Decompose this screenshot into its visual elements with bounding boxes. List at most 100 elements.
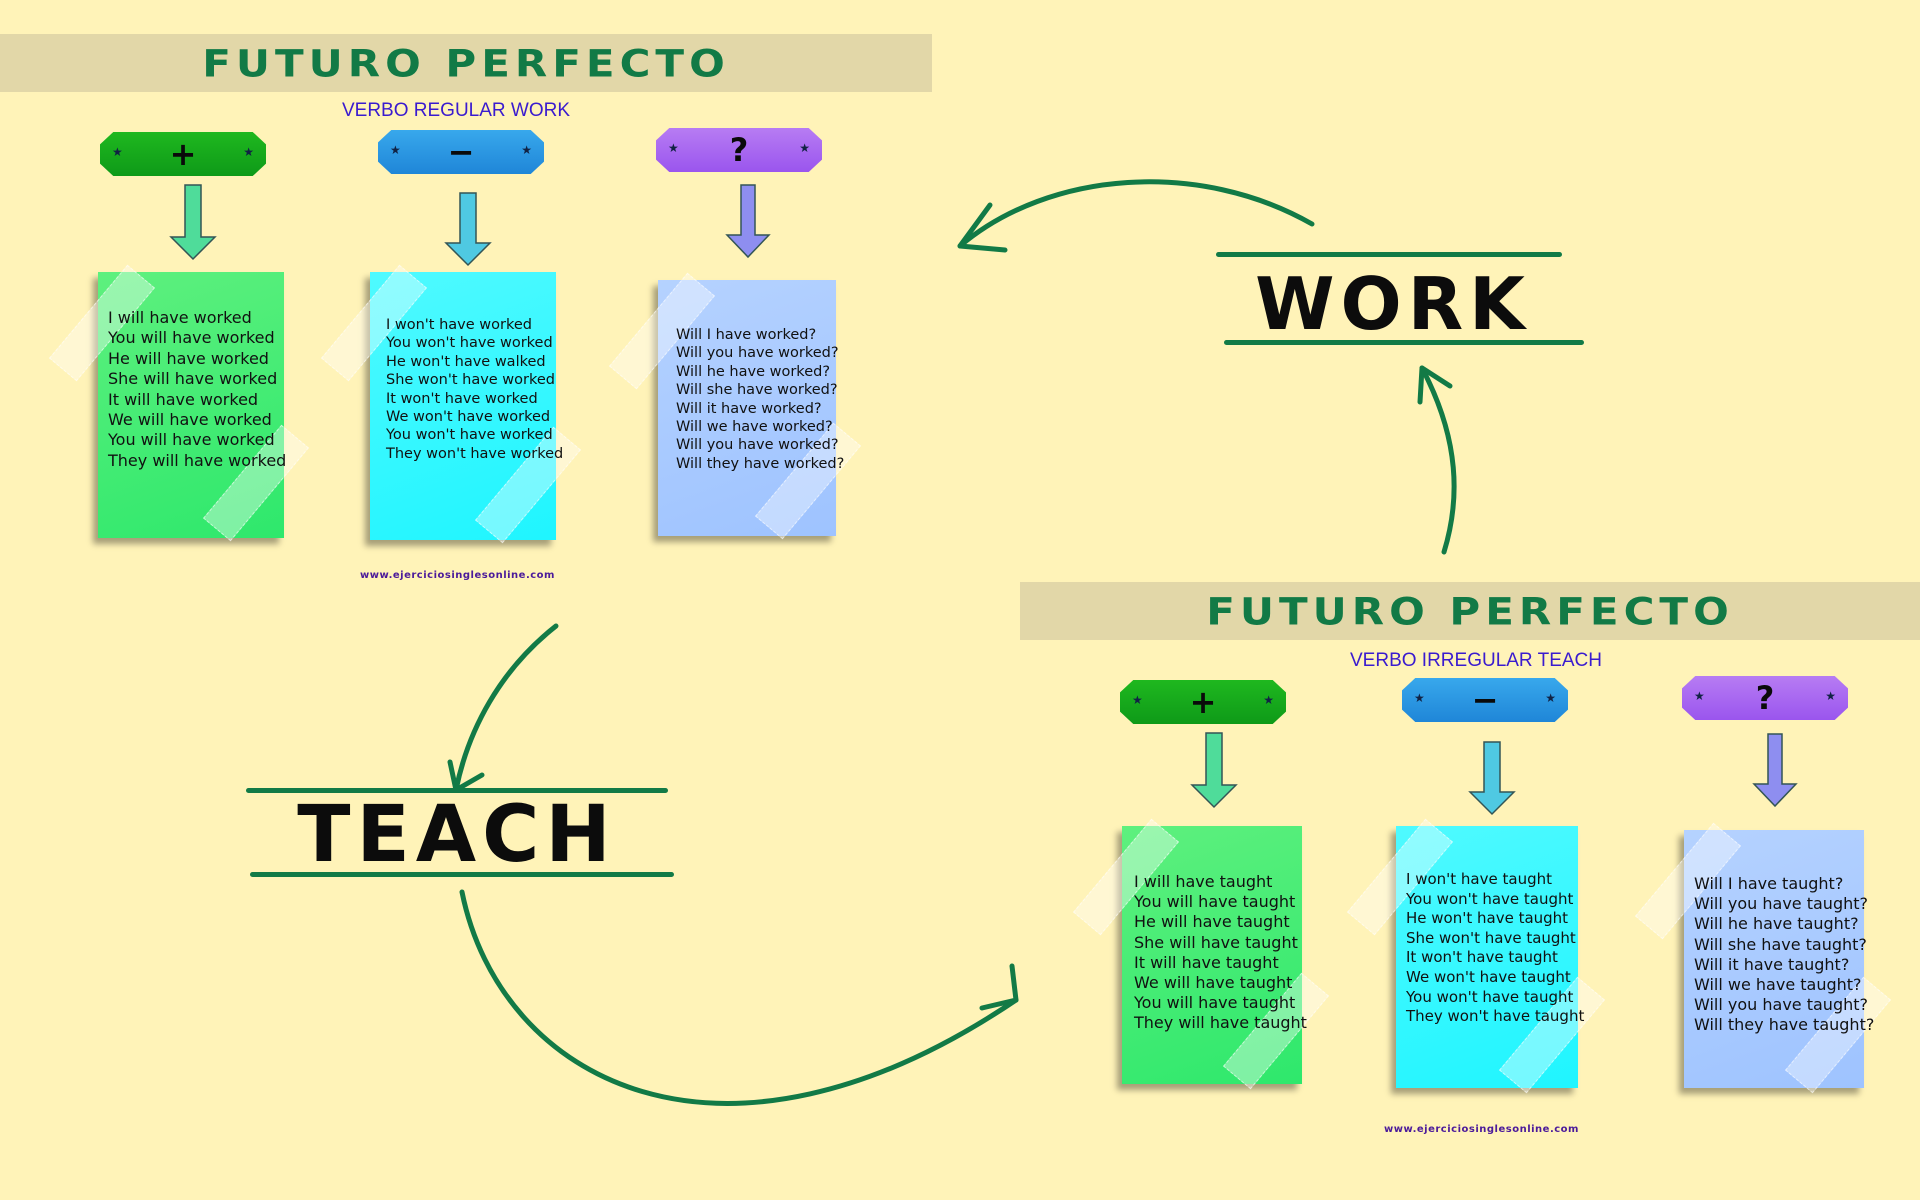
teach-section-subtitle: VERBO IRREGULAR TEACH <box>1350 650 1602 671</box>
work-label: WORK <box>1255 262 1531 346</box>
down-arrow-icon <box>1752 733 1798 808</box>
interrogative-note: Will I have taught? Will you have taught… <box>1635 822 1891 1094</box>
work-rule-top <box>1216 252 1562 257</box>
negative-note: I won't have taught You won't have taugh… <box>1347 818 1605 1094</box>
negative-note: I won't have worked You won't have worke… <box>321 264 581 544</box>
list-item: You won't have worked <box>386 335 553 352</box>
star-icon: ★ <box>799 141 810 155</box>
arrow-irregular-to-work <box>1419 365 1457 555</box>
star-icon: ★ <box>1825 689 1836 703</box>
list-item: They will have worked <box>108 450 287 470</box>
list-item: He won't have walked <box>386 353 546 370</box>
interrogative-badge: ★ ? ★ <box>1682 676 1848 720</box>
star-icon: ★ <box>668 141 679 155</box>
arrow-teach-to-irregular <box>459 889 1019 1106</box>
interrogative-list: Will I have worked? Will you have worked… <box>676 326 844 473</box>
list-item: Will I have worked? <box>676 327 817 343</box>
list-item: Will we have taught? <box>1694 975 1862 995</box>
list-item: We won't have taught <box>1406 967 1571 986</box>
minus-icon: − <box>1471 681 1499 719</box>
plus-icon: + <box>169 135 197 173</box>
list-item: Will you have worked? <box>676 345 839 362</box>
website-footer: www.ejerciciosinglesonline.com <box>1384 1124 1579 1135</box>
negative-list: I won't have taught You won't have taugh… <box>1406 870 1584 1027</box>
teach-rule-bottom <box>250 872 674 877</box>
list-item: It will have worked <box>108 389 259 409</box>
list-item: Will she have worked? <box>676 382 838 399</box>
list-item: Will it have worked? <box>676 400 822 417</box>
work-title-bar: FUTURO PERFECTO <box>0 34 932 92</box>
work-section-title: FUTURO PERFECTO <box>202 41 730 85</box>
list-item: I won't have taught <box>1406 870 1552 888</box>
negative-badge: ★ − ★ <box>378 130 544 174</box>
affirmative-note: I will have worked You will have worked … <box>49 264 309 542</box>
list-item: It won't have taught <box>1406 948 1558 967</box>
list-item: You will have worked <box>108 430 275 450</box>
list-item: Will I have taught? <box>1694 874 1844 893</box>
list-item: You will have taught <box>1134 993 1296 1013</box>
list-item: You will have worked <box>108 328 275 348</box>
affirmative-list: I will have worked You will have worked … <box>108 308 286 471</box>
negative-badge: ★ − ★ <box>1402 678 1568 722</box>
arrow-regular-to-teach <box>453 623 559 793</box>
minus-icon: − <box>447 133 475 171</box>
list-item: Will he have worked? <box>676 363 831 380</box>
interrogative-list: Will I have taught? Will you have taught… <box>1694 874 1874 1036</box>
teach-section-title: FUTURO PERFECTO <box>1206 589 1734 633</box>
teach-label: TEACH <box>297 790 617 880</box>
down-arrow-icon <box>1468 741 1516 816</box>
teach-title-bar: FUTURO PERFECTO <box>1020 582 1920 640</box>
list-item: We will have worked <box>108 410 272 430</box>
star-icon: ★ <box>390 143 401 157</box>
down-arrow-icon <box>169 184 217 261</box>
star-icon: ★ <box>1263 693 1274 707</box>
list-item: He will have taught <box>1134 912 1290 932</box>
list-item: He will have worked <box>108 348 269 368</box>
list-item: She will have worked <box>108 369 278 389</box>
star-icon: ★ <box>1132 693 1143 707</box>
list-item: Will they have worked? <box>676 455 845 472</box>
list-item: It will have taught <box>1134 952 1279 972</box>
list-item: We will have taught <box>1134 973 1293 993</box>
list-item: I will have worked <box>108 308 252 327</box>
work-section-subtitle: VERBO REGULAR WORK <box>341 100 571 121</box>
list-item: She won't have taught <box>1406 928 1576 947</box>
list-item: You won't have taught <box>1406 889 1574 908</box>
star-icon: ★ <box>1545 691 1556 705</box>
work-rule-bottom <box>1224 340 1584 345</box>
list-item: They will have taught <box>1134 1013 1307 1033</box>
question-icon: ? <box>729 131 749 169</box>
star-icon: ★ <box>1694 689 1705 703</box>
star-icon: ★ <box>243 145 254 159</box>
negative-list: I won't have worked You won't have worke… <box>386 316 563 463</box>
affirmative-note: I will have taught You will have taught … <box>1073 818 1329 1090</box>
affirmative-badge: ★ + ★ <box>100 132 266 176</box>
star-icon: ★ <box>112 145 123 159</box>
list-item: I won't have worked <box>386 317 532 333</box>
affirmative-list: I will have taught You will have taught … <box>1134 872 1307 1034</box>
list-item: You won't have worked <box>386 427 553 444</box>
list-item: Will you have worked? <box>676 437 839 454</box>
interrogative-note: Will I have worked? Will you have worked… <box>609 272 861 540</box>
down-arrow-icon <box>444 192 492 267</box>
list-item: I will have taught <box>1134 872 1273 891</box>
down-arrow-icon <box>1190 732 1238 809</box>
list-item: Will he have taught? <box>1694 914 1859 934</box>
list-item: Will it have taught? <box>1694 954 1850 974</box>
star-icon: ★ <box>1414 691 1425 705</box>
list-item: We won't have worked <box>386 409 551 426</box>
list-item: Will you have taught? <box>1694 995 1868 1015</box>
plus-icon: + <box>1189 683 1217 721</box>
interrogative-badge: ★ ? ★ <box>656 128 822 172</box>
list-item: She won't have worked <box>386 372 556 389</box>
website-footer: www.ejerciciosinglesonline.com <box>360 570 555 581</box>
list-item: They won't have worked <box>386 445 564 462</box>
down-arrow-icon <box>725 184 771 259</box>
list-item: Will you have taught? <box>1694 894 1868 914</box>
list-item: She will have taught <box>1134 932 1298 952</box>
list-item: It won't have worked <box>386 390 538 407</box>
list-item: You will have taught <box>1134 892 1296 912</box>
question-icon: ? <box>1755 679 1775 717</box>
arrow-work-to-regular <box>957 179 1315 249</box>
